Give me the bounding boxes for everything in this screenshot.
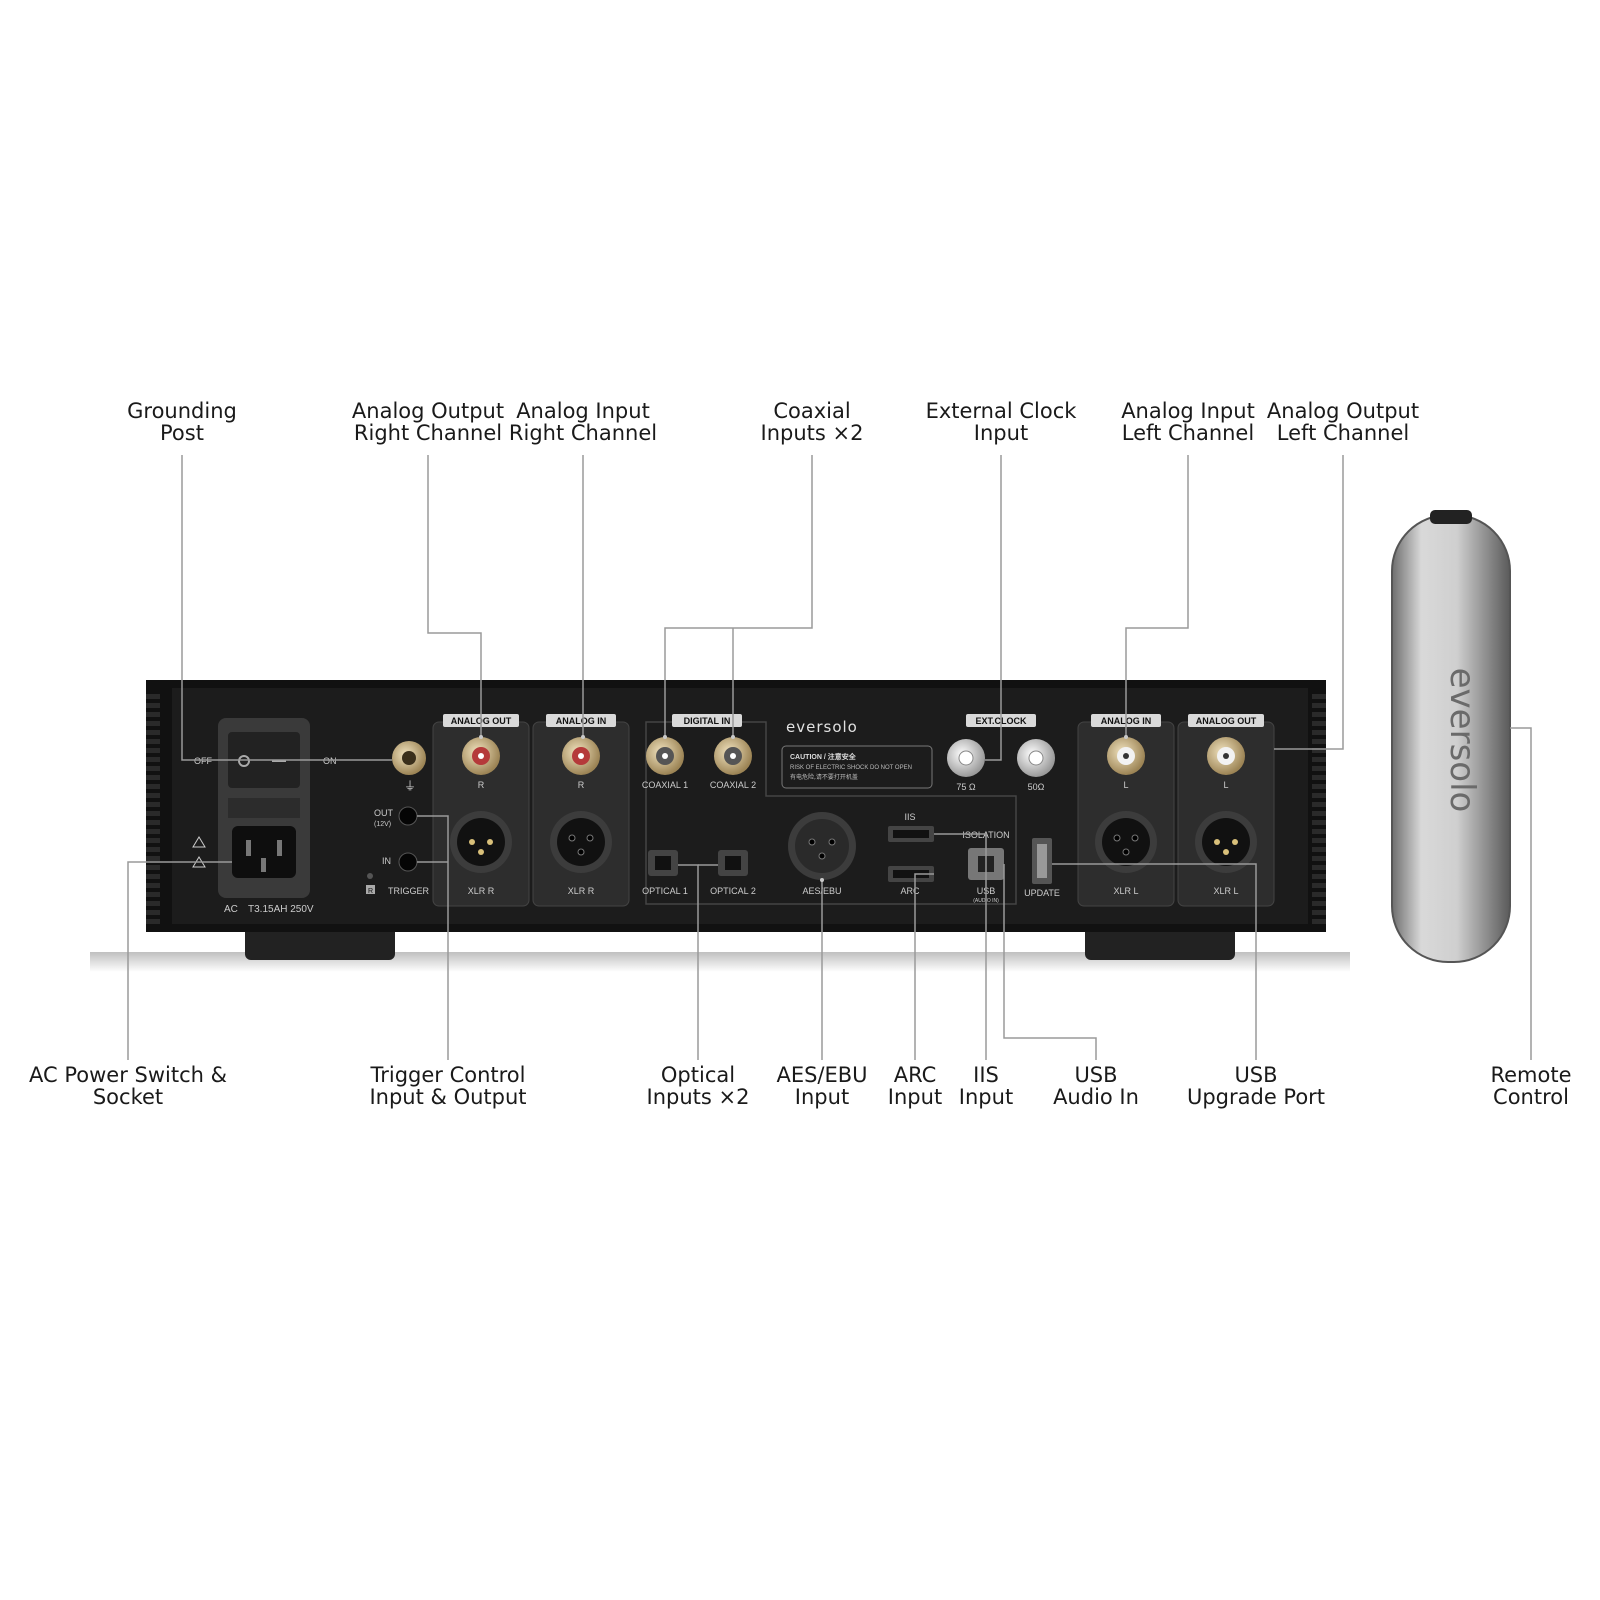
trigger-in-label: IN <box>382 856 391 866</box>
trigger-label: TRIGGER <box>388 886 430 896</box>
analog-out-tag: ANALOG OUT <box>1196 716 1257 726</box>
port-label: 75 Ω <box>956 782 976 792</box>
trigger-in-jack[interactable] <box>398 852 418 872</box>
port-label: IIS <box>904 812 915 822</box>
digital-section-outline <box>645 721 1017 905</box>
remote-ir-window <box>1430 510 1472 524</box>
caution-line1: RISK OF ELECTRIC SHOCK DO NOT OPEN <box>790 765 912 771</box>
ir-port <box>367 873 373 879</box>
port-label: 50Ω <box>1028 782 1045 792</box>
analog-in-right-module: ANALOG IN R XLR R <box>532 714 630 907</box>
warning-icon <box>192 836 206 848</box>
caution-line2: 有电危险,请不要打开机盖 <box>790 773 858 781</box>
analog-out-right-module: ANALOG OUT R XLR R <box>432 714 530 907</box>
section-tag <box>1188 714 1264 727</box>
power-off-label: OFF <box>194 756 212 766</box>
caution-box: CAUTION / 注意安全 RISK OF ELECTRIC SHOCK DO… <box>781 745 933 789</box>
heatsink-fins-left <box>146 694 160 924</box>
panel-brand: eversolo <box>786 718 858 736</box>
remote-control: eversolo <box>1391 510 1511 963</box>
switch-off-mark <box>238 755 250 767</box>
leader-lines <box>127 455 1532 1060</box>
heatsink-fins-right <box>1312 694 1326 924</box>
analog-out-left-module: ANALOG OUT L XLR L <box>1177 714 1275 907</box>
digital-in-tag: DIGITAL IN <box>684 716 731 726</box>
port-label: R <box>478 780 485 790</box>
port-label: L <box>1223 780 1228 790</box>
trigger-section: OUT (12V) IN TRIGGER R <box>366 806 430 896</box>
analog-in-tag: ANALOG IN <box>556 716 607 726</box>
remote-brand: eversolo <box>1442 668 1482 813</box>
foot-left <box>245 926 395 960</box>
section-tag <box>546 714 616 727</box>
port-label: ARC <box>900 886 920 896</box>
port-label: L <box>1123 780 1128 790</box>
port-label: XLR L <box>1113 886 1138 896</box>
trigger-out-voltage: (12V) <box>374 821 391 828</box>
port-label: COAXIAL 2 <box>710 780 756 790</box>
ir-r-label: R <box>368 888 373 895</box>
foot-right <box>1085 926 1235 960</box>
digital-in-section: DIGITAL IN COAXIAL 1 COAXIAL 2 OPTICAL 1… <box>642 714 1017 905</box>
port-label: OPTICAL 1 <box>642 886 688 896</box>
port-label: R <box>578 780 585 790</box>
ir-r-badge <box>366 885 375 894</box>
port-label: COAXIAL 1 <box>642 780 688 790</box>
power-on-label: ON <box>323 756 337 766</box>
ground-symbol-icon: ⏚ <box>404 779 416 793</box>
ac-label: AC <box>224 904 238 915</box>
port-label: OPTICAL 2 <box>710 886 756 896</box>
trigger-out-jack[interactable] <box>398 806 418 826</box>
callout-ac-power: AC Power Switch &Socket <box>29 1063 227 1109</box>
port-label: XLR R <box>568 886 595 896</box>
analog-in-left-module: ANALOG IN L XLR L <box>1077 714 1175 907</box>
port-label: UPDATE <box>1024 888 1060 898</box>
port-label: XLR R <box>468 886 495 896</box>
port-label: XLR L <box>1213 886 1238 896</box>
device-shadow <box>90 952 1350 972</box>
trigger-out-label: OUT <box>374 808 394 818</box>
leader-endpoints <box>479 735 1128 882</box>
section-tag <box>672 714 742 727</box>
fuse-rating: T3.15AH 250V <box>248 904 314 915</box>
fuse-holder <box>228 798 300 818</box>
iec-socket[interactable] <box>232 826 296 878</box>
caution-title: CAUTION / 注意安全 <box>790 752 857 761</box>
